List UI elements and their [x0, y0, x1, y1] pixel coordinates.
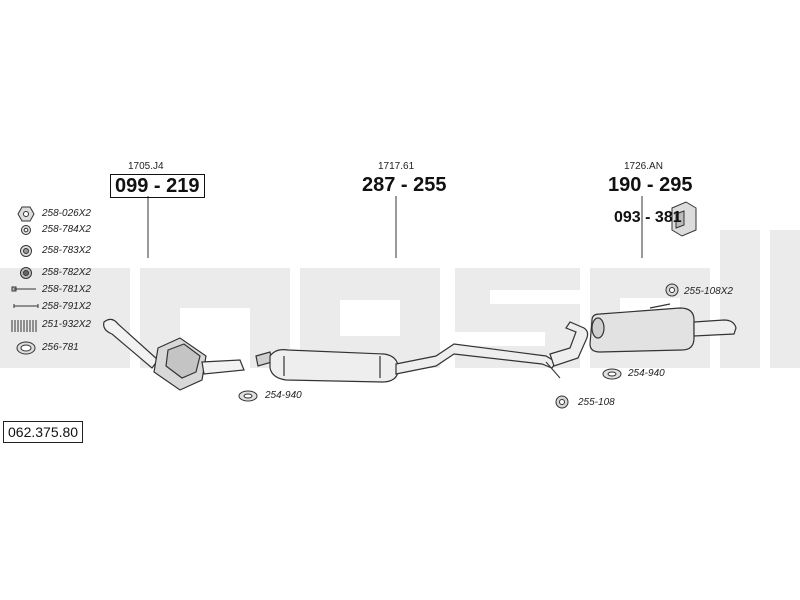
hanger-rear-label: 255-108X2: [684, 286, 733, 297]
catalytic-converter: [103, 318, 245, 391]
front-sub-ref: 1705.J4: [128, 161, 164, 172]
front-part-number: 099 - 219: [110, 174, 205, 198]
hanger-mid-icon: [555, 395, 569, 409]
rear-sub-ref: 1726.AN: [624, 161, 663, 172]
rear-silencer: [589, 303, 737, 353]
hanger-mid-label: 255-108: [578, 397, 615, 408]
rear-pipe: [545, 321, 589, 379]
center-silencer: [255, 343, 557, 383]
rear-part-number: 190 - 295: [608, 174, 693, 196]
hardware-label-6: 258-791X2: [42, 301, 91, 312]
gasket-rear-icon: [602, 368, 622, 380]
hardware-label-8: 256-781: [42, 342, 79, 353]
gasket-front-label: 254-940: [265, 390, 302, 401]
bracket-part-number: 093 - 381: [614, 209, 682, 226]
hardware-label-7: 251-932X2: [42, 319, 91, 330]
catalog-number: 062.375.80: [3, 421, 84, 443]
middle-sub-ref: 1717.61: [378, 161, 415, 172]
hanger-icon: [665, 283, 679, 297]
hardware-label-5: 258-781X2: [42, 284, 91, 295]
watermark-logo: [0, 230, 800, 368]
bracket-icon: [671, 201, 697, 237]
gasket-rear-label: 254-940: [628, 368, 665, 379]
spring-icon: [11, 320, 37, 332]
hardware-label-1: 258-026X2: [42, 208, 91, 219]
stud-icon: [13, 304, 39, 308]
hardware-icons: [11, 206, 39, 355]
bolt-icon: [11, 286, 36, 292]
gasket-front-icon: [238, 390, 258, 402]
hardware-label-3: 258-783X2: [42, 245, 91, 256]
hardware-label-4: 258-782X2: [42, 267, 91, 278]
hardware-label-2: 258-784X2: [42, 224, 91, 235]
middle-part-number: 287 - 255: [362, 174, 447, 196]
